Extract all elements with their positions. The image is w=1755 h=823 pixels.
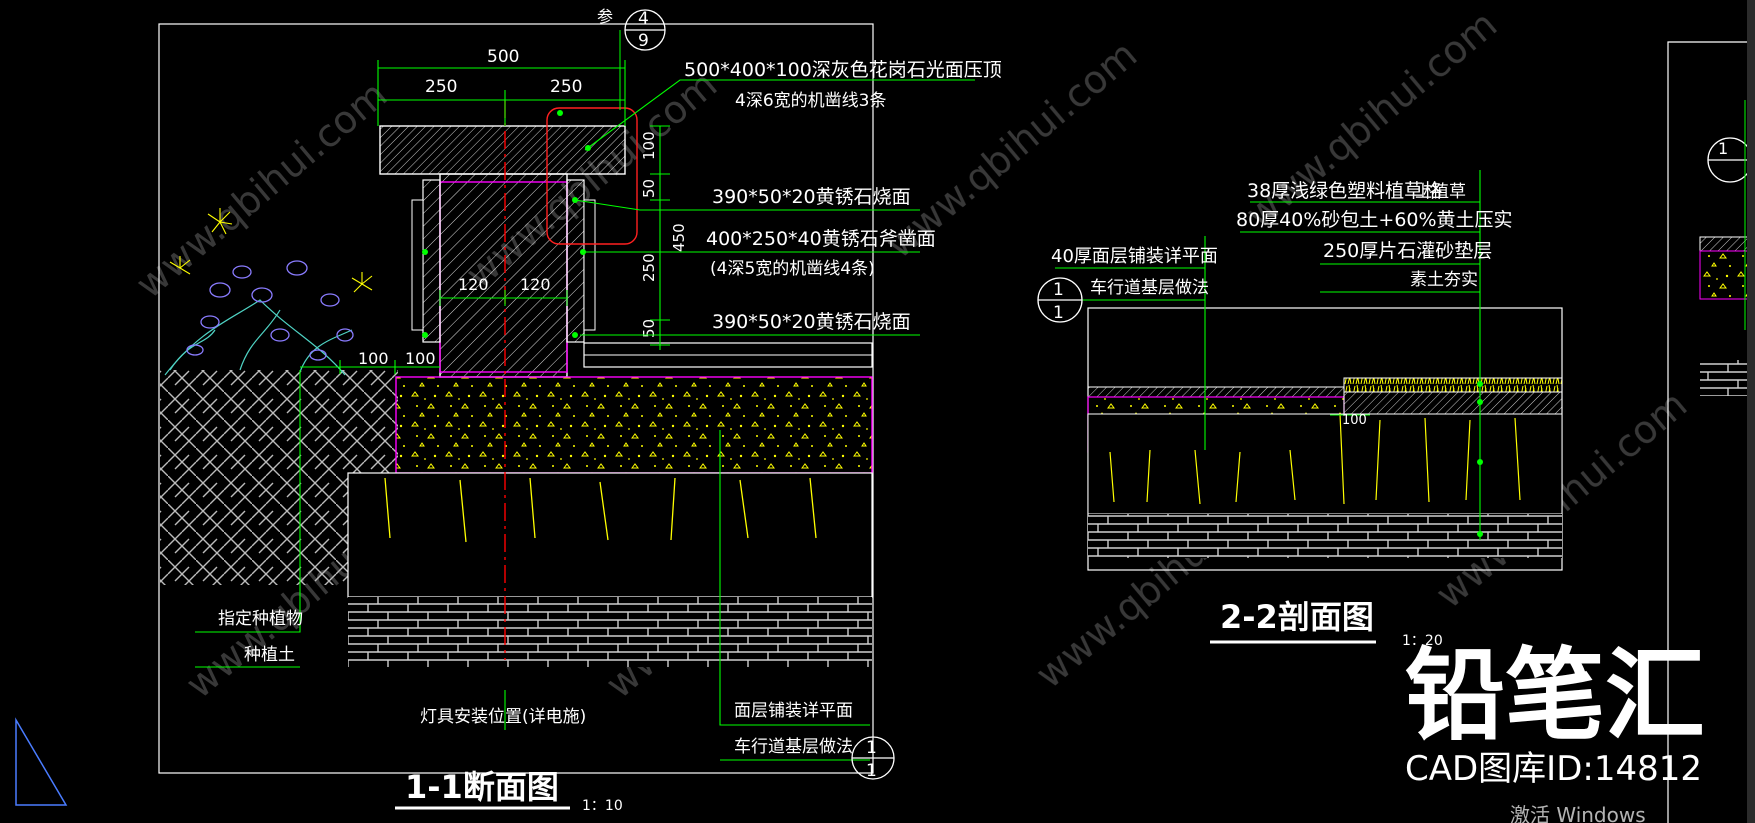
left-leaders [195, 370, 870, 761]
svg-text:1: 1 [1053, 303, 1064, 323]
section-1-scale: 1：10 [582, 798, 623, 814]
svg-text:1: 1 [1053, 280, 1064, 300]
brand-logo: 铅笔汇 [1405, 637, 1705, 754]
label-lamp-position: 灯具安装位置(详电施) [420, 707, 586, 727]
rubble-layer-2 [1087, 413, 1563, 515]
note-cladding-bottom: 390*50*20黄锈石烧面 [712, 311, 911, 333]
detail-bubble-2: 1 1 [1037, 277, 1083, 323]
lamp-ref-box [546, 107, 638, 245]
rubble-marks [384, 477, 817, 543]
section-2-scale: 1：20 [1402, 633, 1443, 649]
coping-stone [379, 125, 626, 175]
note-cladding-main: 400*250*40黄锈石斧凿面 [706, 228, 936, 250]
note-leaders-2 [1055, 170, 1481, 540]
note-cladding-grooves: (4深5宽的机凿线4条) [710, 259, 875, 279]
label-base: 车行道基层做法 [734, 737, 853, 757]
ref-prefix: 参 [597, 7, 613, 26]
dim-left-100a: 100 [358, 349, 389, 368]
grass-grid-layer [1343, 377, 1563, 393]
note-left-surface: 40厚面层铺装详平面 [1051, 246, 1218, 267]
dim-total-width: 500 [487, 47, 519, 67]
vertical-scrollbar[interactable] [1747, 0, 1755, 823]
cladding-right-outer [583, 199, 596, 331]
rubble-base-layer [347, 472, 873, 598]
section-2-title: 2-2剖面图 [1220, 598, 1374, 636]
note-cladding-top: 390*50*20黄锈石烧面 [712, 186, 911, 208]
brand-watermark: 铅笔汇 CAD图库ID:14812 激活 Windows [1405, 637, 1705, 823]
svg-text:1: 1 [866, 761, 877, 781]
note-left-base: 车行道基层做法 [1090, 278, 1209, 298]
dim-half-right: 250 [550, 77, 582, 97]
reference-bubble-top: 参 4 9 [597, 7, 666, 110]
ref-top-number: 4 [638, 9, 649, 29]
section-2-2: 38厚浅绿色塑料植草格 上植草 80厚40%砂包土+60%黄土压实 250厚片石… [1037, 170, 1563, 649]
paving-surface-2 [1087, 386, 1345, 398]
cladding-left-outer [411, 199, 424, 331]
plant-group [164, 208, 373, 376]
dim-v50-top: 50 [640, 179, 658, 198]
dim-left-100b: 100 [405, 349, 436, 368]
note-sandy-soil: 80厚40%砂包土+60%黄土压实 [1236, 209, 1513, 231]
dim-v250: 250 [640, 253, 658, 282]
dim-v50-bottom: 50 [640, 319, 658, 338]
top-dimension-lines [300, 60, 670, 374]
section-1-title: 1-1断面图 [405, 768, 559, 806]
right-partial-drawing: 1 [1667, 41, 1755, 823]
compacted-soil-hatch [348, 597, 872, 667]
dim-v450: 450 [670, 223, 688, 252]
note-coping: 500*400*100深灰色花岗石光面压顶 [684, 59, 1002, 81]
cladding-right [566, 179, 585, 343]
label-plants: 指定种植物 [218, 609, 303, 629]
note-coping-grooves: 4深6宽的机凿线3条 [735, 91, 886, 111]
svg-text:1: 1 [866, 738, 877, 758]
ucs-triangle-icon [15, 717, 68, 806]
note-grass-top: 上植草 [1415, 182, 1466, 202]
note-compacted: 素土夯实 [1410, 270, 1478, 290]
dim-inner-right: 120 [520, 275, 551, 294]
dim-inner-left: 120 [458, 275, 489, 294]
windows-activation-text: 激活 Windows [1510, 803, 1646, 823]
concrete-foundation [395, 376, 873, 474]
label-planting-soil: 种植土 [244, 645, 295, 665]
section-1-1: 500 250 250 120 120 100 50 450 250 50 10… [15, 7, 1002, 814]
note-leaders-1 [574, 79, 975, 336]
detail-bubble-1: 1 1 [851, 736, 895, 781]
section-1-frame [158, 23, 874, 774]
note-rubble: 250厚片石灌砂垫层 [1323, 240, 1492, 262]
cladding-left [422, 179, 441, 343]
right-ref-number: 1 [1718, 139, 1728, 158]
dim-2-100: 100 [1342, 413, 1367, 428]
label-surface: 面层铺装详平面 [734, 701, 853, 721]
ref-bottom-number: 9 [638, 31, 649, 51]
compacted-soil-2 [1088, 514, 1562, 558]
sandy-soil-layer [1343, 391, 1563, 415]
wall-core [439, 173, 568, 378]
library-id: CAD图库ID:14812 [1405, 749, 1702, 789]
dim-v100: 100 [640, 131, 658, 160]
watermark-diagonal: www.qbihui.com [128, 72, 396, 307]
note-grass-grid: 38厚浅绿色塑料植草格 [1247, 180, 1442, 202]
dim-half-left: 250 [425, 77, 457, 97]
